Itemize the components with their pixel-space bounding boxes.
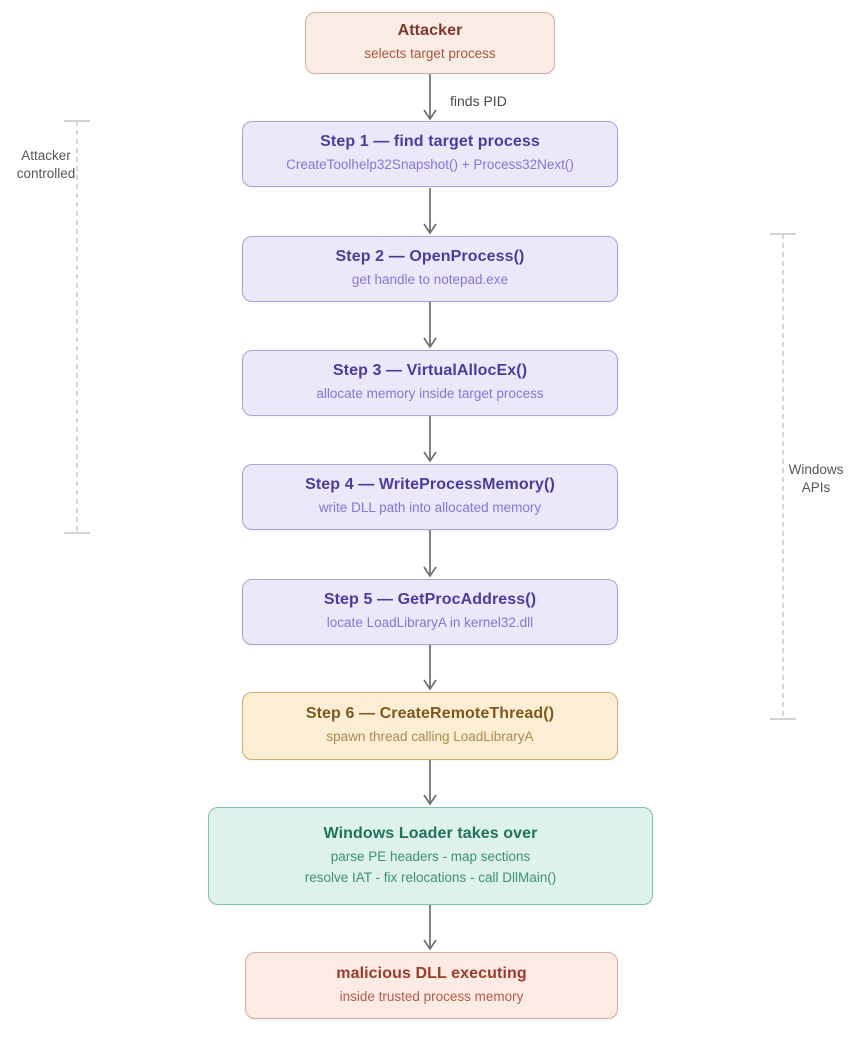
node-title: Step 3 — VirtualAllocEx() [332,362,528,380]
arrow-step1-step2 [423,188,437,235]
arrow-step4-step5 [423,530,437,578]
attacker-controlled-bracket [64,120,90,534]
node-step-2: Step 2 — OpenProcess() get handle to not… [242,236,618,302]
node-subtitle: selects target process [364,46,496,62]
node-subtitle: CreateToolhelp32Snapshot() + Process32Ne… [286,157,574,173]
node-step-6: Step 6 — CreateRemoteThread() spawn thre… [242,692,618,760]
node-subtitle: parse PE headers - map sections [330,849,531,865]
node-subtitle: inside trusted process memory [339,988,524,1004]
node-title: Step 6 — CreateRemoteThread() [305,705,555,723]
right-bracket-label: Windows APIs [788,462,844,495]
left-bracket-label: Attacker controlled [16,148,76,181]
arrow-step3-step4 [423,416,437,463]
arrow-step5-step6 [423,645,437,691]
node-subtitle: write DLL path into allocated memory [318,500,542,516]
node-title: Step 4 — WriteProcessMemory() [305,476,555,494]
node-step-1: Step 1 — find target process CreateToolh… [242,121,618,187]
node-attacker: Attacker selects target process [305,12,555,74]
node-title: Step 1 — find target process [320,133,540,151]
node-title: Windows Loader takes over [323,825,538,843]
node-step-5: Step 5 — GetProcAddress() locate LoadLib… [242,579,618,645]
arrow-attacker-step1 [423,74,437,121]
node-result: malicious DLL executing inside trusted p… [245,952,618,1019]
arrow-step6-loader [423,760,437,806]
node-subtitle: allocate memory inside target process [316,386,544,402]
node-step-4: Step 4 — WriteProcessMemory() write DLL … [242,464,618,530]
node-subtitle: spawn thread calling LoadLibraryA [326,729,534,745]
flow-arrows [423,74,437,951]
node-windows-loader: Windows Loader takes over parse PE heade… [208,807,653,905]
node-title: Step 2 — OpenProcess() [335,248,525,266]
node-subtitle-line2: resolve IAT - fix relocations - call Dll… [304,869,557,885]
node-subtitle: get handle to notepad.exe [351,272,509,288]
node-title: malicious DLL executing [336,964,527,982]
arrow-step2-step3 [423,302,437,349]
node-title: Step 5 — GetProcAddress() [323,591,537,609]
node-step-3: Step 3 — VirtualAllocEx() allocate memor… [242,350,618,416]
node-subtitle: locate LoadLibraryA in kernel32.dll [326,615,534,631]
arrow-loader-result [423,905,437,951]
windows-apis-bracket [770,233,796,720]
arrow-label-finds-pid: finds PID [450,93,507,109]
node-title: Attacker [397,22,463,40]
